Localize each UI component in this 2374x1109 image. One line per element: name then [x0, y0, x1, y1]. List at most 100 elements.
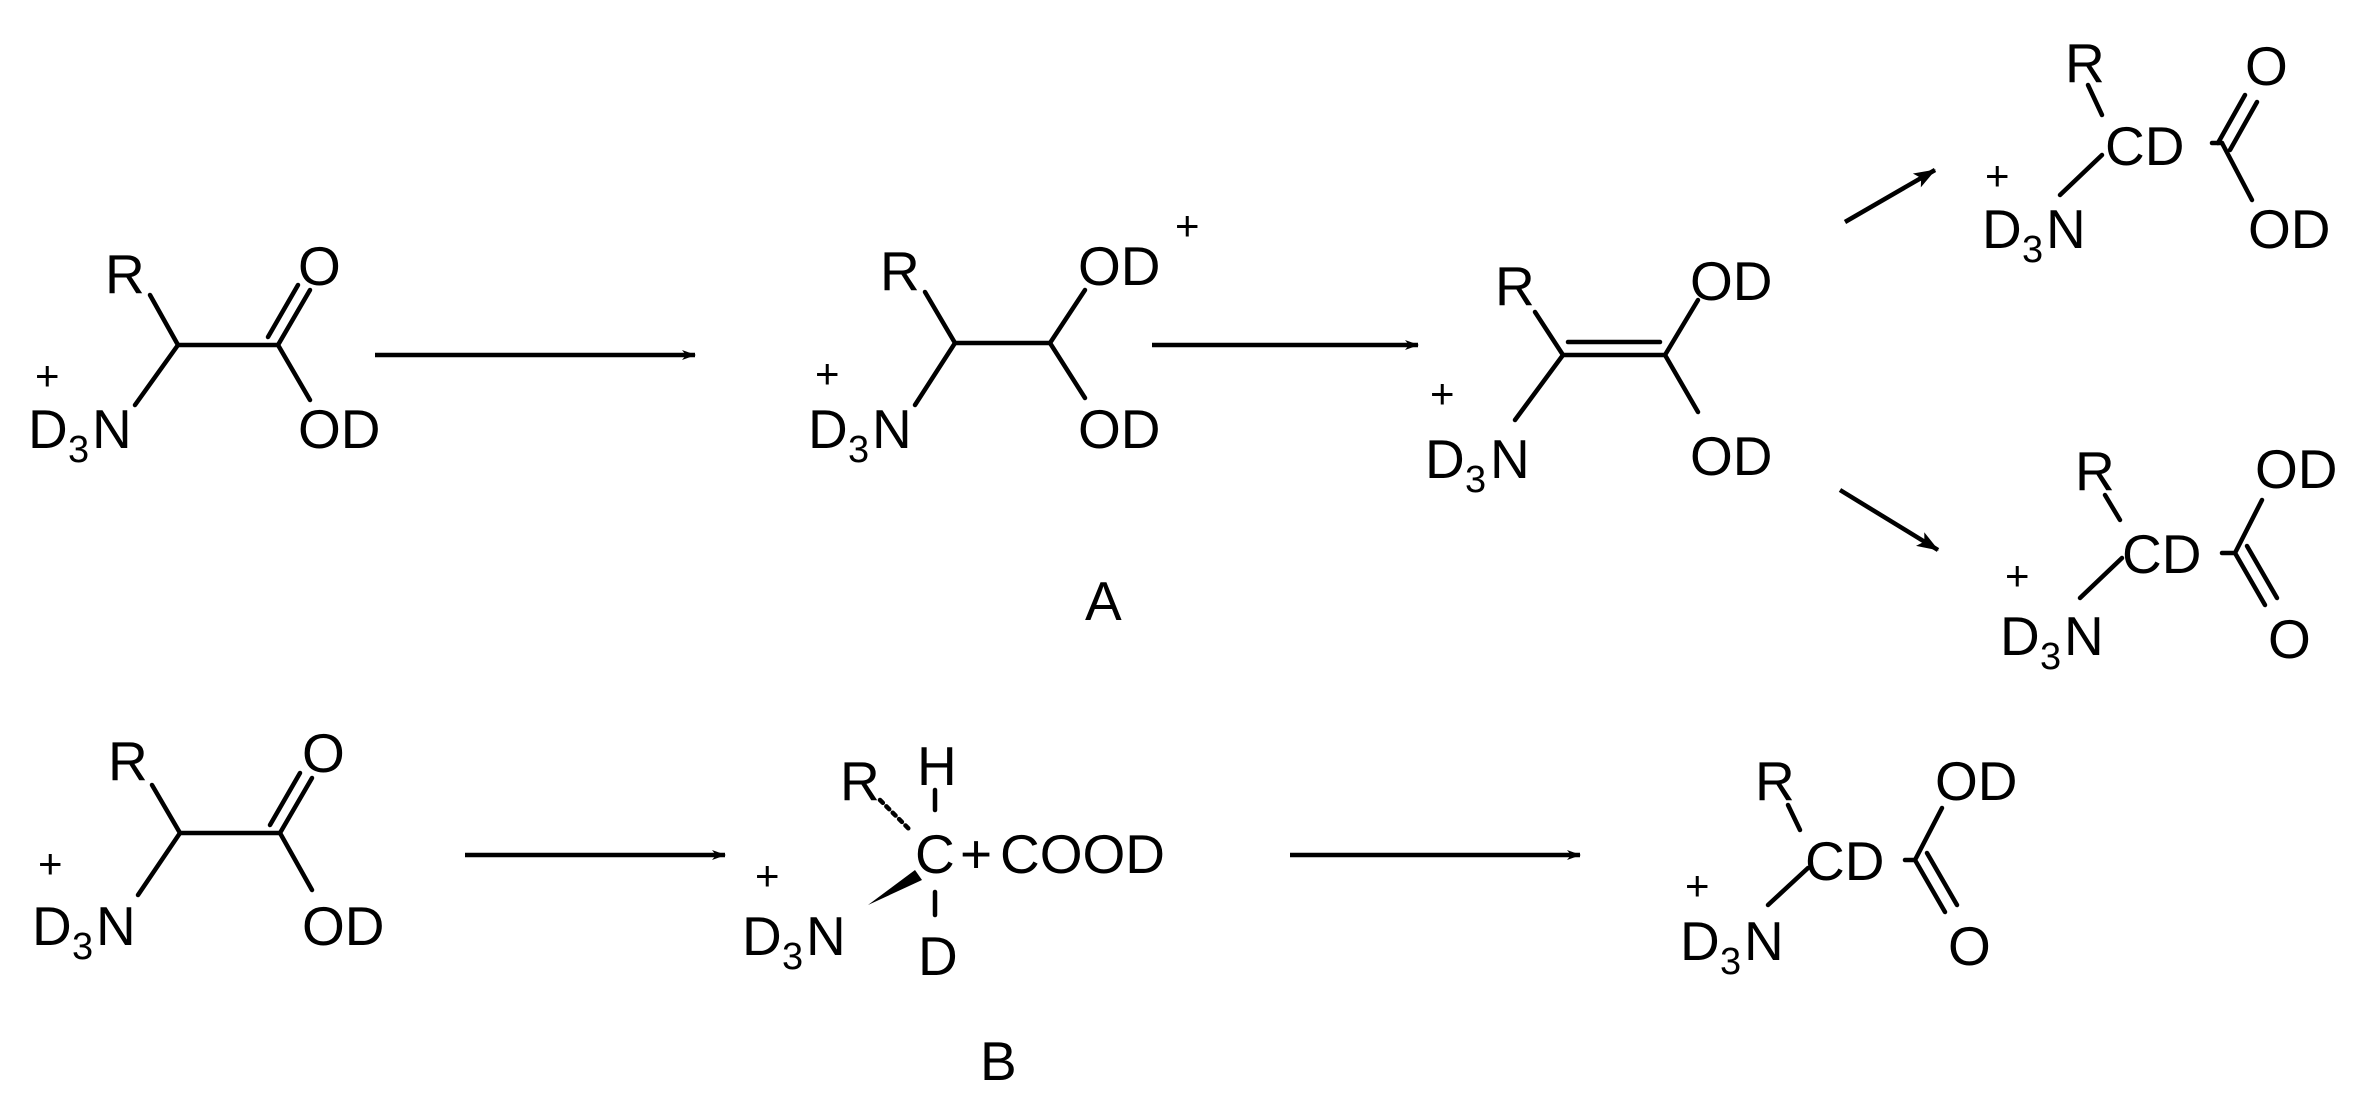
- atom-n: N: [96, 895, 136, 957]
- bond-ca-r: [147, 292, 181, 348]
- atom-d3: D: [1982, 198, 2022, 260]
- bond-c-r: [1785, 802, 1803, 833]
- bond-c-o-double-a: [2232, 550, 2268, 608]
- bond-ca-r: [149, 782, 183, 836]
- bond-c-o-double-b: [2244, 543, 2280, 601]
- atom-h: H: [917, 735, 957, 797]
- molecule-start-row1: R O + D 3 N OD: [28, 235, 381, 471]
- atom-r: R: [840, 750, 880, 812]
- atom-cd: CD: [1805, 830, 1884, 892]
- product-row2: R CD OD + D 3 N O: [1680, 750, 2018, 983]
- charge-plus: +: [815, 350, 840, 397]
- atom-n: N: [92, 398, 132, 460]
- atom-d3: D: [28, 398, 68, 460]
- atom-cood: COOD: [1000, 823, 1165, 885]
- atom-r: R: [2065, 32, 2105, 94]
- atom-od-bottom: OD: [1690, 425, 1773, 487]
- reaction-arrow-3-up: [1843, 168, 1937, 224]
- atom-od: OD: [302, 895, 385, 957]
- atom-r: R: [1755, 750, 1795, 812]
- bond-c-o-double-a: [1912, 857, 1948, 915]
- bond-n-ca: [132, 342, 181, 408]
- label-a: A: [1085, 570, 1122, 632]
- bond-c-o-double-a: [277, 775, 315, 836]
- bond-c-o-double-a: [2215, 92, 2248, 146]
- atom-r: R: [1495, 255, 1535, 317]
- bond-n-c: [2077, 555, 2125, 601]
- bond-c-od: [2232, 497, 2265, 556]
- subscript-3: 3: [782, 936, 803, 978]
- atom-n: N: [2064, 605, 2104, 667]
- atom-od: OD: [2248, 198, 2331, 260]
- charge-plus: +: [1985, 152, 2010, 199]
- atom-o: O: [298, 235, 341, 297]
- bond-c-od: [277, 830, 315, 893]
- subscript-3: 3: [848, 429, 869, 471]
- bond-c-o-double-b: [1924, 850, 1960, 908]
- bond-c-r-hashed: [877, 797, 913, 833]
- bond-c-n-wedge: [868, 870, 922, 905]
- atom-od-top: OD: [1690, 250, 1773, 312]
- atom-d3: D: [742, 905, 782, 967]
- atom-od-top: OD: [1078, 235, 1161, 297]
- molecule-start-row2: R O + D 3 N OD: [32, 722, 385, 968]
- bond-n-c: [1512, 352, 1566, 423]
- atom-d3: D: [1680, 910, 1720, 972]
- atom-cd: CD: [2105, 115, 2184, 177]
- atom-o: O: [302, 722, 345, 784]
- bond-c-od: [2219, 140, 2255, 203]
- atom-r: R: [108, 730, 148, 792]
- atom-d3: D: [2000, 605, 2040, 667]
- atom-r: R: [880, 240, 920, 302]
- atom-n: N: [872, 398, 912, 460]
- bond-c-od-top: [1047, 287, 1088, 346]
- bond-c-o-double-b: [265, 282, 301, 340]
- subscript-3: 3: [68, 429, 89, 471]
- atom-n: N: [2046, 198, 2086, 260]
- bond-n-c: [2057, 152, 2105, 198]
- atom-od-bottom: OD: [1078, 398, 1161, 460]
- bond-c-od: [1912, 805, 1945, 863]
- atom-od: OD: [1935, 750, 2018, 812]
- atom-o: O: [1948, 915, 1991, 977]
- charge-plus: +: [2005, 552, 2030, 599]
- bond-c-o-double-a: [275, 287, 313, 348]
- subscript-3: 3: [1465, 459, 1486, 501]
- atom-d3: D: [32, 895, 72, 957]
- atom-d3: D: [1425, 428, 1465, 490]
- subscript-3: 3: [2022, 229, 2043, 271]
- bond-n-ca: [912, 340, 958, 408]
- atom-r: R: [2075, 440, 2115, 502]
- bond-c-r: [1532, 309, 1566, 358]
- bond-ca-r: [922, 289, 958, 346]
- bond-n-ca: [135, 830, 183, 898]
- atom-n: N: [1490, 428, 1530, 490]
- bond-c-od: [275, 342, 313, 403]
- charge-plus: +: [1430, 370, 1455, 417]
- atom-od: OD: [298, 398, 381, 460]
- bond-c-od-bottom: [1662, 352, 1701, 415]
- intermediate-b: R H C + COOD + D 3 N D B: [742, 735, 1165, 1092]
- bond-c-od-bottom: [1047, 340, 1088, 401]
- atom-o: O: [2245, 35, 2288, 97]
- bond-n-c: [1765, 865, 1811, 908]
- atom-od: OD: [2255, 438, 2338, 500]
- atom-d: D: [918, 925, 958, 987]
- reaction-arrow-3-down: [1838, 488, 1940, 552]
- charge-plus: +: [1685, 862, 1710, 909]
- product-lower: R CD OD + D 3 N O: [2000, 438, 2338, 678]
- intermediate-a: R OD + + D 3 N OD A: [808, 202, 1200, 632]
- bond-c-o-double-b: [267, 770, 303, 828]
- atom-cd: CD: [2122, 523, 2201, 585]
- atom-n: N: [1744, 910, 1784, 972]
- bond-c-r: [2085, 82, 2105, 118]
- charge-plus: +: [35, 352, 60, 399]
- atom-n: N: [806, 905, 846, 967]
- charge-plus: +: [755, 852, 780, 899]
- product-upper: R CD O + D 3 N OD: [1982, 32, 2331, 271]
- enol-intermediate: R OD + D 3 N OD: [1425, 250, 1773, 501]
- charge-plus: +: [38, 840, 63, 887]
- bond-c-o-double-b: [2227, 99, 2260, 153]
- subscript-3: 3: [1720, 941, 1741, 983]
